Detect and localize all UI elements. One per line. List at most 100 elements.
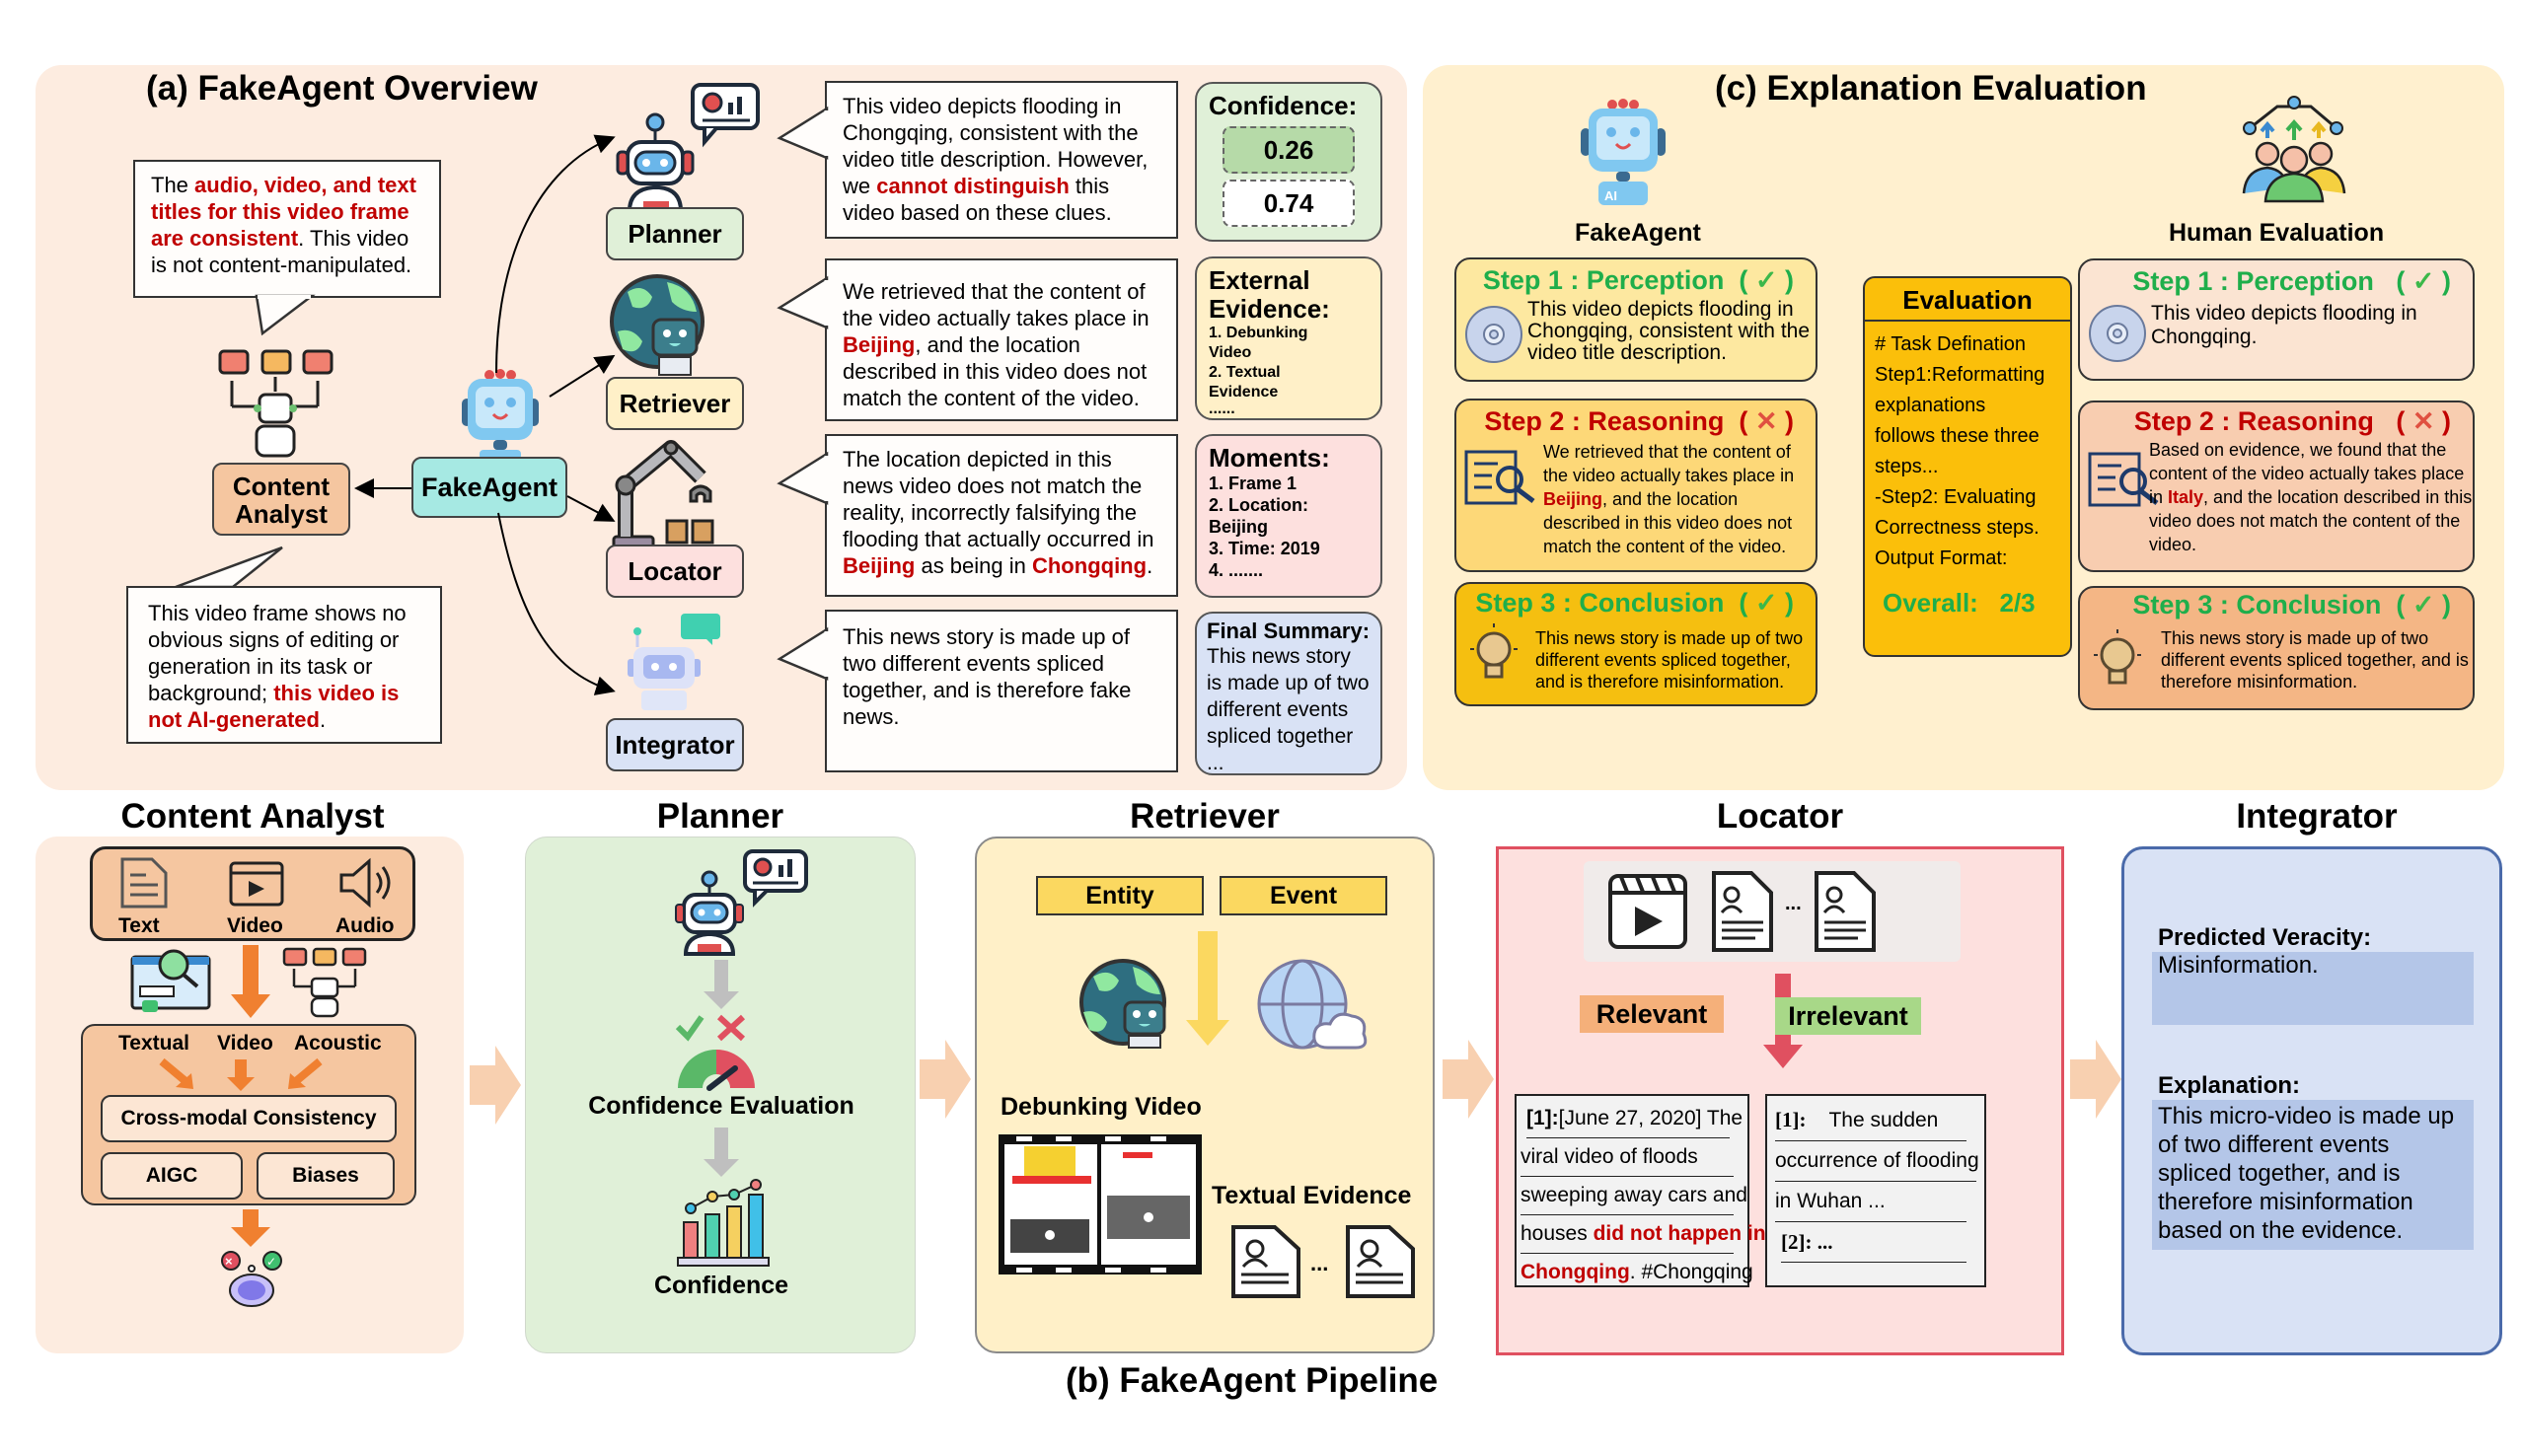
- gauge-icon: [678, 1050, 755, 1091]
- doc-line: sweeping away cars and: [1521, 1177, 1747, 1215]
- confidence-value: 0.74: [1223, 180, 1355, 227]
- moments-item: 1. Frame 1: [1209, 473, 1298, 493]
- evaluator-line: -Step2: Evaluating: [1875, 486, 2037, 508]
- retriever-node[interactable]: Retriever: [606, 377, 744, 430]
- yellow-down-arrow: [1186, 931, 1229, 1046]
- bubble-highlight: this video is not AI-generated: [148, 681, 400, 732]
- doc-line: in Wuhan ...: [1775, 1182, 1966, 1222]
- locator-node[interactable]: Locator: [606, 545, 744, 598]
- step-title: Step 3 : Conclusion ( ✓ ): [2132, 590, 2451, 619]
- flow-arrow-3: [1443, 1040, 1494, 1119]
- evidence-item: 1. Debunking: [1209, 325, 1308, 341]
- integrator-panel: Predicted Veracity: Misinformation. Expl…: [2121, 846, 2502, 1355]
- check-icon: ✓: [2411, 590, 2435, 619]
- document-icon: [1712, 871, 1773, 952]
- pipeline-planner-title: Planner: [656, 797, 784, 836]
- step-title: Step 2 : Reasoning ( ✕ ): [2133, 406, 2451, 436]
- bubble-text: as being in: [915, 553, 1032, 578]
- evaluator-line: follows these three: [1875, 425, 2040, 447]
- step-text: Based on evidence, we found that the con…: [2149, 440, 2473, 554]
- fakeagent-node[interactable]: FakeAgent: [411, 457, 567, 518]
- predicted-veracity-value: Misinformation.: [2152, 952, 2474, 1025]
- arrow-to-locator: [566, 495, 616, 522]
- retriever-globe-robot-icon: [610, 274, 705, 376]
- bubble-tail: [777, 275, 830, 329]
- human-step-3: Step 3 : Conclusion ( ✓ ) This news stor…: [2078, 586, 2475, 710]
- final-summary-text: This news story is made up of two differ…: [1207, 645, 1370, 774]
- bubble-highlight: cannot distinguish: [876, 174, 1070, 198]
- planner-panel: Confidence Evaluation Confidence: [525, 837, 916, 1353]
- check-cross-icon: [675, 1014, 746, 1042]
- human-column-label: Human Evaluation: [2169, 219, 2385, 247]
- step-text: This news story is made up of two differ…: [2161, 628, 2469, 692]
- fakeagent-step-3: Step 3 : Conclusion ( ✓ ) This news stor…: [1454, 582, 1817, 706]
- modality-label: Audio: [335, 914, 395, 937]
- analysis-box: Textual Video Acoustic Cross-modal Consi…: [81, 1024, 416, 1205]
- bubble-highlight: Chongqing: [1031, 553, 1148, 578]
- doc-line: [1]: The sudden: [1775, 1100, 1966, 1141]
- gray-down-arrow: [704, 1128, 739, 1177]
- content-analyst-node[interactable]: Content Analyst: [212, 463, 350, 536]
- locator-robot-arm-icon: [612, 440, 714, 550]
- text-document-icon: [120, 857, 168, 909]
- feature-label: Textual: [118, 1032, 189, 1055]
- human-step-1: Step 1 : Perception ( ✓ ) This video dep…: [2078, 258, 2475, 381]
- step-title: Step 1 : Perception ( ✓ ): [2132, 266, 2451, 296]
- arrow-to-integrator: [497, 512, 616, 695]
- doc-line: viral video of floods: [1521, 1138, 1734, 1177]
- bubble-text: This video depicts flooding in Chongqing…: [843, 94, 1149, 198]
- flow-arrow-4: [2070, 1040, 2121, 1119]
- bubble-highlight: Beijing: [843, 332, 916, 357]
- fakeagent-column-label: FakeAgent: [1575, 219, 1701, 247]
- irrelevant-document: [1]: The sudden occurrence of flooding i…: [1765, 1094, 1986, 1287]
- final-summary-title: Final Summary:: [1207, 619, 1371, 643]
- bar-chart-icon: [677, 1179, 770, 1267]
- planner-node[interactable]: Planner: [606, 207, 744, 260]
- confidence-title: Confidence:: [1209, 91, 1358, 120]
- svg-text:✓: ✓: [266, 1255, 276, 1269]
- evaluator-line: Output Format:: [1875, 547, 2008, 569]
- integrator-node[interactable]: Integrator: [606, 718, 744, 771]
- content-analyst-robot-icon: [282, 947, 367, 1018]
- event-query-chip: Event: [1220, 876, 1387, 915]
- debunking-video-label: Debunking Video: [1001, 1093, 1202, 1121]
- bubble-text: The: [151, 173, 195, 197]
- gray-down-arrow: [704, 960, 739, 1009]
- check-icon: ✓: [1754, 588, 1778, 618]
- evidence-title: External: [1209, 265, 1310, 295]
- doc-line: occurrence of flooding: [1775, 1141, 1979, 1182]
- bubble-text: The location depicted in this news video…: [843, 447, 1154, 551]
- textual-evidence-doc-icon: [1231, 1225, 1300, 1298]
- step-title: Step 1 : Perception ( ✓ ): [1482, 265, 1794, 295]
- audio-speaker-icon: [339, 857, 391, 909]
- textual-evidence-label: Textual Evidence: [1212, 1182, 1412, 1209]
- step-text: This video depicts flooding in Chongqing…: [2151, 302, 2417, 348]
- irrelevant-label: Irrelevant: [1775, 997, 1921, 1035]
- step-text: This news story is made up of two differ…: [1535, 628, 1804, 692]
- feature-label: Acoustic: [294, 1032, 382, 1055]
- overview-title: (a) FakeAgent Overview: [146, 69, 538, 108]
- evaluator-line: explanations: [1875, 395, 1986, 416]
- image-inspection-icon: [130, 949, 211, 1012]
- step-title: Step 3 : Conclusion ( ✓ ): [1475, 588, 1794, 618]
- integrator-robot-icon: [628, 614, 720, 710]
- inputs-box: ...: [1584, 861, 1961, 962]
- ellipsis: ...: [1310, 1251, 1329, 1275]
- explanation-value: This micro-video is made up of two diffe…: [2152, 1100, 2474, 1250]
- confidence-box: Confidence: 0.26 0.74: [1195, 82, 1382, 242]
- modality-label: Video: [227, 914, 283, 937]
- evaluation-title: (c) Explanation Evaluation: [1715, 69, 2147, 108]
- confidence-value: 0.26: [1223, 126, 1355, 174]
- content-analyst-bubble-top: The audio, video, and text titles for th…: [133, 160, 441, 298]
- planner-bubble: This video depicts flooding in Chongqing…: [825, 81, 1178, 239]
- pipeline-integrator-title: Integrator: [2236, 797, 2398, 836]
- svg-text:×: ×: [225, 1254, 233, 1269]
- video-clapper-icon: [1608, 874, 1687, 949]
- bubble-text: , and the location described in this vid…: [843, 332, 1148, 410]
- doc-line: [2]: ...: [1781, 1222, 1966, 1263]
- overview-connectors: [354, 134, 616, 695]
- evidence-item: 2. Textual: [1209, 364, 1281, 381]
- merge-arrows: [159, 1057, 323, 1091]
- feature-label: Video: [217, 1032, 273, 1055]
- debunking-video-filmstrip: [999, 1134, 1202, 1274]
